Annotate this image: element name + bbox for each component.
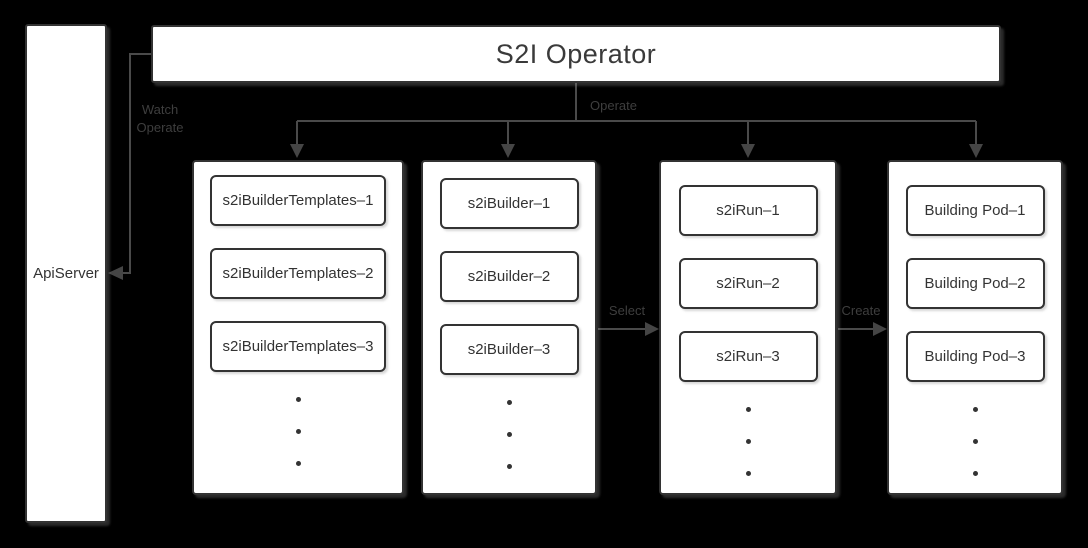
node-label: s2iBuilder–2 — [467, 267, 551, 285]
group-s2i-builder-templates: s2iBuilderTemplates–1 s2iBuilderTemplates… — [192, 160, 404, 495]
ellipsis-dot — [745, 439, 751, 444]
node-box: Building Pod–1 — [905, 185, 1045, 236]
operate-fanout-connector — [290, 83, 983, 158]
apiserver-box: ApiServer — [25, 24, 107, 523]
node-label: s2iBuilderTemplates–3 — [222, 337, 374, 355]
left-arrowhead — [108, 266, 123, 280]
down-arrowhead — [501, 144, 515, 158]
node-label: s2iBuilder–3 — [467, 340, 551, 358]
group-dots — [972, 407, 978, 476]
group-items: s2iBuilder–1 s2iBuilder–2 s2iBuilder–3 — [439, 178, 579, 375]
create-arrow — [838, 322, 887, 336]
node-label: Building Pod–1 — [924, 201, 1026, 219]
ellipsis-dot — [295, 429, 301, 434]
node-box: s2iBuilder–3 — [439, 324, 579, 375]
node-label: s2iBuilder–1 — [467, 194, 551, 212]
s2i-operator-title: S2I Operator — [495, 38, 657, 69]
ellipsis-dot — [295, 461, 301, 466]
s2i-operator-box: S2I Operator — [151, 25, 1001, 83]
node-box: s2iBuilderTemplates–2 — [210, 248, 386, 299]
select-arrow — [598, 322, 659, 336]
node-box: s2iBuilderTemplates–3 — [210, 321, 386, 372]
node-label: s2iRun–3 — [716, 347, 780, 365]
node-label: s2iRun–2 — [716, 274, 780, 292]
group-s2i-builder: s2iBuilder–1 s2iBuilder–2 s2iBuilder–3 — [421, 160, 597, 495]
group-items: s2iRun–1 s2iRun–2 s2iRun–3 — [678, 185, 818, 382]
ellipsis-dot — [972, 407, 978, 412]
node-box: s2iRun–1 — [678, 185, 818, 236]
ellipsis-dot — [506, 400, 512, 405]
node-label: s2iRun–1 — [716, 201, 780, 219]
node-label: Building Pod–2 — [924, 274, 1026, 292]
ellipsis-dot — [972, 439, 978, 444]
operate-label-line: Operate — [136, 120, 184, 135]
node-label: s2iBuilderTemplates–2 — [222, 264, 374, 282]
group-dots — [745, 407, 751, 476]
watch-operate-label: Watch Operate — [128, 101, 192, 137]
node-label: s2iBuilderTemplates–1 — [222, 191, 374, 209]
down-arrowhead — [969, 144, 983, 158]
apiserver-label: ApiServer — [33, 265, 99, 282]
select-label: Select — [608, 303, 646, 318]
node-box: s2iBuilder–1 — [439, 178, 579, 229]
right-arrowhead — [645, 322, 659, 336]
right-arrowhead — [873, 322, 887, 336]
ellipsis-dot — [506, 464, 512, 469]
node-box: s2iRun–2 — [678, 258, 818, 309]
group-dots — [295, 397, 301, 466]
group-dots — [506, 400, 512, 469]
group-items: s2iBuilderTemplates–1 s2iBuilderTemplates… — [210, 175, 386, 372]
watch-label-line: Watch — [141, 102, 179, 117]
node-box: Building Pod–3 — [905, 331, 1045, 382]
ellipsis-dot — [972, 471, 978, 476]
ellipsis-dot — [745, 407, 751, 412]
group-s2i-run: s2iRun–1 s2iRun–2 s2iRun–3 — [659, 160, 837, 495]
node-box: s2iBuilder–2 — [439, 251, 579, 302]
node-box: s2iBuilderTemplates–1 — [210, 175, 386, 226]
ellipsis-dot — [506, 432, 512, 437]
ellipsis-dot — [295, 397, 301, 402]
node-box: s2iRun–3 — [678, 331, 818, 382]
node-box: Building Pod–2 — [905, 258, 1045, 309]
ellipsis-dot — [745, 471, 751, 476]
down-arrowhead — [290, 144, 304, 158]
down-arrowhead — [741, 144, 755, 158]
node-label: Building Pod–3 — [924, 347, 1026, 365]
operate-label: Operate — [590, 98, 637, 113]
watch-operate-connector — [108, 53, 152, 280]
create-label: Create — [841, 303, 881, 318]
